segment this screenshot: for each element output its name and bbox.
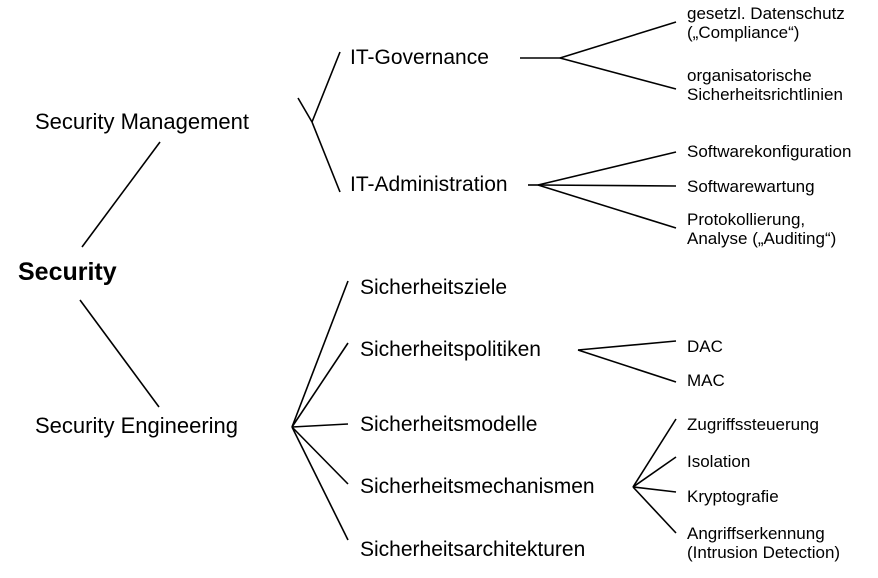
node-organisatorische-sicherheitsrichtlinien: organisatorische Sicherheitsrichtlinien: [687, 66, 843, 105]
edge-hub_eng-to-sicherheitspolitiken: [291, 342, 349, 428]
edge-hub_eng-to-sicherheitsmechanismen: [291, 426, 349, 485]
node-it-administration: IT-Administration: [350, 173, 508, 196]
node-softwarewartung: Softwarewartung: [687, 177, 815, 196]
edge-hub_mgmt-to-it_governance: [311, 51, 341, 123]
edge-hub_mech-to-kryptografie: [632, 486, 677, 493]
node-angriffserkennung: Angriffserkennung (Intrusion Detection): [687, 524, 841, 563]
edge-root-to-security_engineering: [79, 299, 160, 408]
edge-hub_gov-to-gesetzl_datenschutz: [559, 21, 677, 59]
edge-hub_adm-to-softwarewartung: [537, 184, 677, 187]
node-sicherheitsarchitekturen: Sicherheitsarchitekturen: [360, 538, 586, 561]
edge-hub_pol-to-mac: [577, 349, 677, 383]
node-security-management: Security Management: [35, 109, 249, 134]
edge-hub_mech-to-zugriffssteuerung: [632, 418, 677, 488]
node-sicherheitsmodelle: Sicherheitsmodelle: [360, 413, 538, 436]
node-zugriffssteuerung: Zugriffssteuerung: [687, 415, 819, 434]
edge-hub_pol-to-dac: [577, 340, 677, 351]
node-security-engineering: Security Engineering: [35, 413, 239, 438]
edge-hub_mech-to-isolation: [632, 456, 677, 488]
node-gesetzl-datenschutz: gesetzl. Datenschutz („Compliance“): [687, 4, 845, 43]
node-dac: DAC: [687, 337, 723, 356]
node-mac: MAC: [687, 371, 725, 390]
edge-security_management-to-hub_mgmt_a: [297, 97, 313, 123]
edge-hub_adm-to-softwarekonfiguration: [537, 151, 677, 186]
edge-hub_eng-to-sicherheitsziele: [291, 280, 349, 428]
node-security-root: Security: [18, 258, 117, 286]
edge-hub_gov-to-organisatorische_richtlinien: [559, 57, 677, 90]
edge-hub_eng-to-sicherheitsmodelle: [291, 423, 349, 428]
edge-hub_mgmt-to-it_administration: [311, 121, 341, 193]
edge-hub_eng-to-sicherheitsarchitekturen: [291, 426, 349, 541]
edge-hub_mech-to-angriffserkennung: [632, 486, 677, 534]
node-sicherheitspolitiken: Sicherheitspolitiken: [360, 338, 541, 361]
node-softwarekonfiguration: Softwarekonfiguration: [687, 142, 852, 161]
node-it-governance: IT-Governance: [350, 46, 489, 69]
node-kryptografie: Kryptografie: [687, 487, 779, 506]
node-isolation: Isolation: [687, 452, 751, 471]
edge-group: [79, 21, 677, 541]
edge-hub_adm-to-protokollierung: [537, 184, 677, 229]
node-sicherheitsmechanismen: Sicherheitsmechanismen: [360, 475, 595, 498]
edge-root-to-security_management: [81, 141, 161, 248]
node-protokollierung-analyse: Protokollierung, Analyse („Auditing“): [687, 210, 837, 249]
node-sicherheitsziele: Sicherheitsziele: [360, 276, 508, 299]
